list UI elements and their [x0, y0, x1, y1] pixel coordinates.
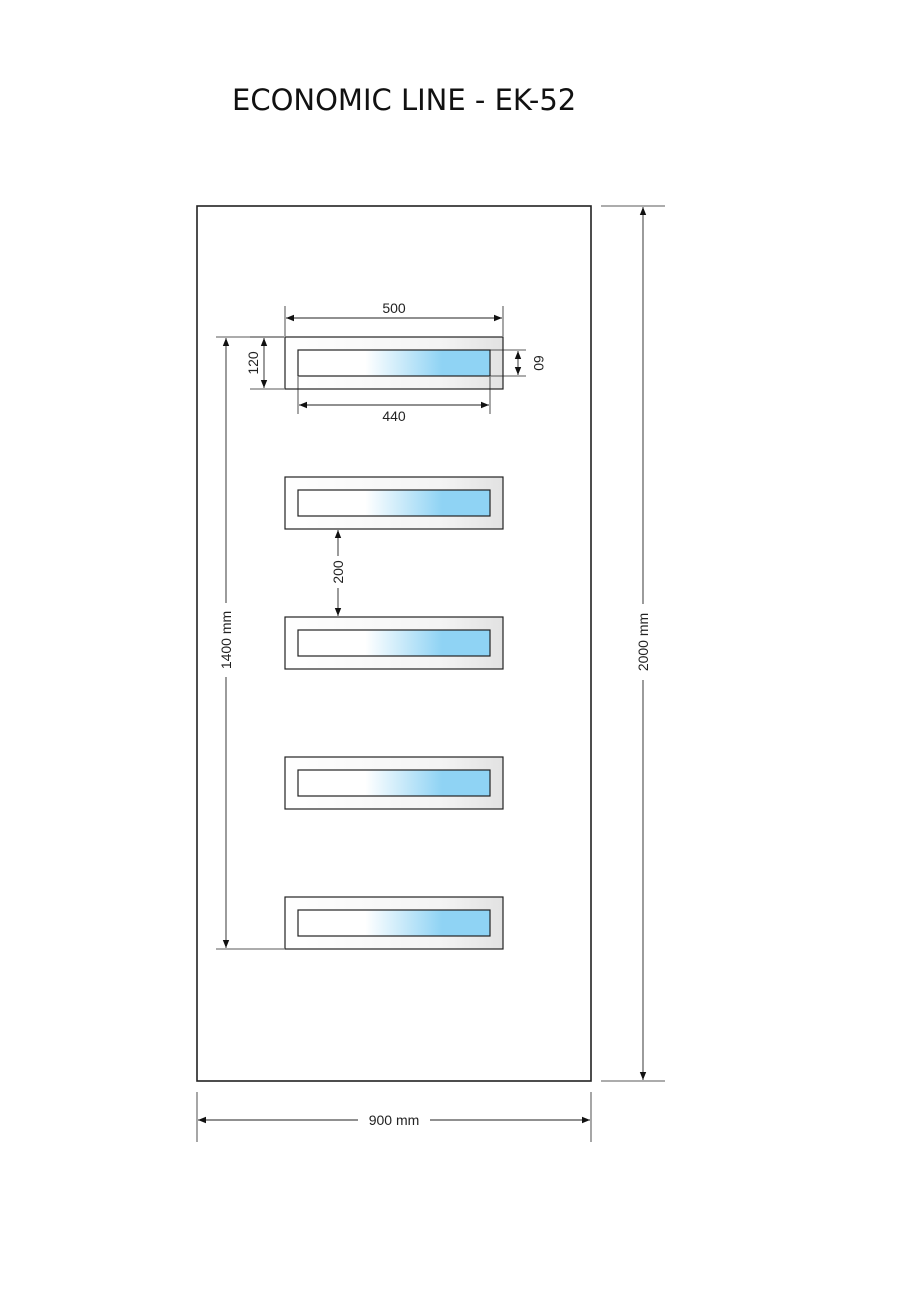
window [284, 336, 504, 390]
window [284, 476, 504, 530]
window-gap-label: 200 [330, 560, 346, 584]
door-width-label: 900 mm [369, 1112, 420, 1128]
page-title: ECONOMIC LINE - EK-52 [232, 83, 577, 117]
window-height-label: 120 [245, 351, 261, 375]
window [284, 756, 504, 810]
door-outline [196, 205, 592, 1082]
window-glass [297, 769, 491, 797]
dimension-door-height: 2000 mm [601, 205, 665, 1082]
window [284, 896, 504, 950]
window-glass [297, 349, 491, 377]
window-glass [297, 489, 491, 517]
dimension-window-gap: 200 [328, 530, 348, 616]
dimension-windows-span: 1400 mm [216, 336, 284, 950]
glass-height-label: 60 [531, 355, 547, 371]
door-height-label: 2000 mm [635, 613, 651, 671]
windows-span-label: 1400 mm [218, 611, 234, 669]
dimension-glass-width: 440 [297, 377, 491, 424]
dimension-glass-height: 60 [490, 349, 547, 377]
glass-width-label: 440 [382, 408, 406, 424]
window-glass [297, 629, 491, 657]
dimension-door-width: 900 mm [196, 1092, 592, 1142]
window-glass [297, 909, 491, 937]
dimension-window-height: 120 [245, 336, 284, 390]
window [284, 616, 504, 670]
window-width-label: 500 [382, 300, 406, 316]
dimension-window-width: 500 [284, 300, 504, 336]
